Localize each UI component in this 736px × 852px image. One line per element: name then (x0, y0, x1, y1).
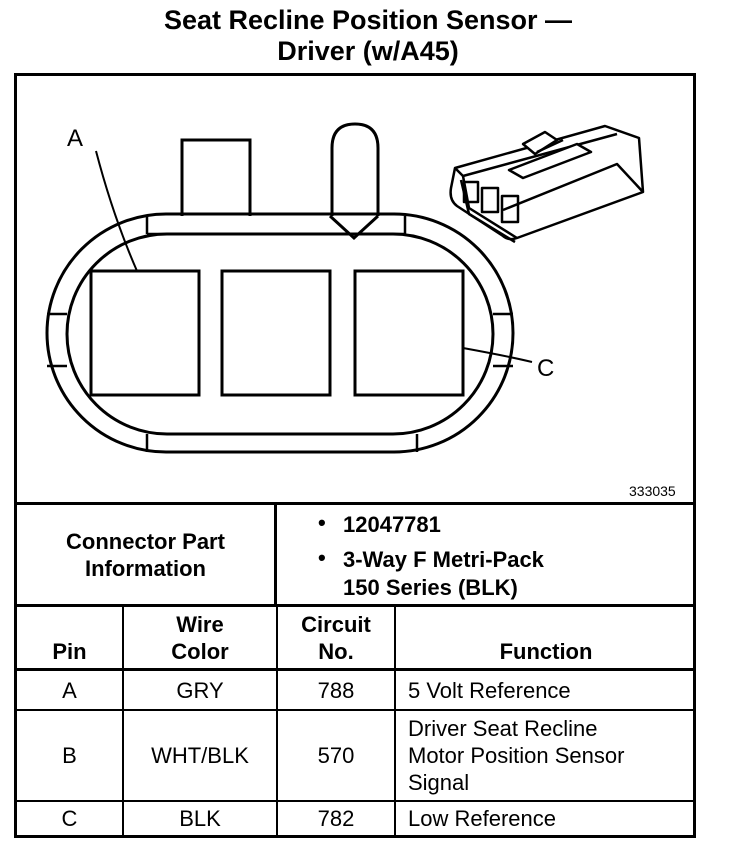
figure-number: 333035 (629, 483, 676, 499)
table-row-b-wire-color: WHT/BLK (151, 743, 249, 768)
connector-shell-inner (65, 232, 495, 436)
connector-diagram: A C 333035 (45, 122, 676, 499)
connector-part-number: 12047781 (343, 512, 441, 537)
header-function-text: Function (499, 639, 593, 664)
connector-description-line-1: 3-Way F Metri-Pack (343, 547, 544, 572)
side-rib-right (493, 312, 513, 368)
latch-tab (180, 138, 252, 216)
page-title-line-2: Driver (w/A45) (277, 36, 459, 66)
row-b-divider (14, 800, 696, 802)
table-row-b-circuit: 570 (317, 743, 355, 768)
bullet-icon: • (318, 510, 326, 535)
table-row-a-circuit: 788 (317, 677, 355, 703)
table-row-b-function: Driver Seat Recline Motor Position Senso… (396, 711, 696, 800)
terminal-cavity-a (89, 269, 201, 397)
header-wire-color: Wire Color (124, 607, 276, 668)
header-circuit-line-1: Circuit (301, 611, 371, 637)
header-pin: Pin (17, 607, 122, 668)
table-row-b-function-line-3: Signal (408, 770, 470, 795)
key-notch (328, 214, 380, 241)
table-row-c-wire-color: BLK (179, 806, 221, 831)
connector-shell-outer (45, 212, 515, 454)
terminal-cavity-c (353, 269, 465, 397)
row-a-divider (14, 709, 696, 711)
header-function: Function (396, 607, 696, 668)
connector-info-label-line-1: Connector Part (66, 528, 225, 554)
label-pin-a: A (67, 125, 83, 152)
header-pin-text: Pin (52, 639, 87, 664)
table-top-border (14, 502, 696, 505)
leader-line-c (462, 347, 533, 363)
header-wire-color-line-2: Color (171, 638, 229, 664)
side-rib-left (47, 312, 67, 368)
header-divider (14, 668, 696, 671)
table-row-c-circuit: 782 (317, 806, 355, 831)
table-row-a-function: 5 Volt Reference (408, 677, 571, 703)
pin-column-divider (122, 604, 124, 838)
connector-info-label-line-2: Information (85, 555, 206, 581)
connector-perspective-view (449, 124, 645, 244)
label-pin-c: C (537, 355, 554, 382)
table-row-b-pin: B (62, 743, 77, 768)
terminal-cavity-b (220, 269, 332, 397)
bottom-strip (145, 434, 419, 452)
circuit-column-divider (394, 604, 396, 838)
table-row-a-pin: A (62, 677, 77, 703)
header-circuit: Circuit No. (278, 607, 394, 668)
bullet-icon: • (318, 545, 326, 570)
info-divider (14, 604, 696, 607)
connector-info-label: Connector Part Information (17, 505, 274, 604)
connector-description-line-2: 150 Series (BLK) (343, 575, 518, 600)
color-column-divider (276, 604, 278, 838)
table-row-a-wire-color: GRY (176, 677, 224, 703)
table-row-c-function: Low Reference (408, 806, 556, 831)
header-wire-color-line-1: Wire (176, 611, 224, 637)
table-row-c-pin: C (61, 806, 78, 831)
leader-line-a (95, 150, 138, 272)
diagram-frame (14, 73, 696, 838)
top-strip (145, 216, 407, 234)
info-column-divider (274, 502, 277, 607)
header-circuit-line-2: No. (318, 638, 354, 664)
keying-tab (330, 122, 380, 216)
table-row-b-function-line-1: Driver Seat Recline (408, 716, 598, 741)
table-row-b-function-line-2: Motor Position Sensor (408, 743, 625, 768)
page-title-line-1: Seat Recline Position Sensor — (163, 5, 573, 35)
